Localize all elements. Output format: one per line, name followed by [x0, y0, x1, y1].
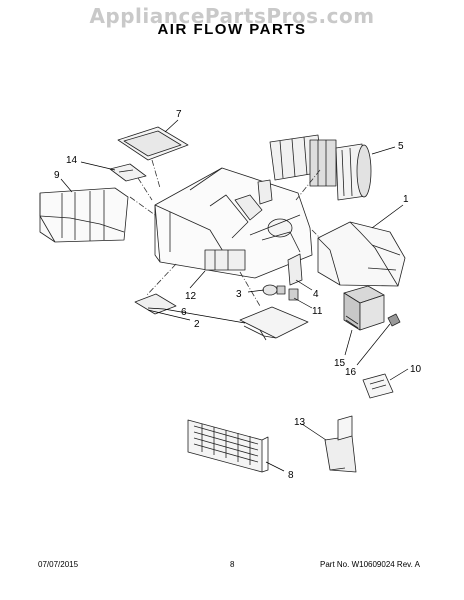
- part-4-bracket: [287, 253, 303, 286]
- leader-lines: [60, 119, 409, 472]
- callout-9: 9: [54, 170, 60, 181]
- part-16-connector: [387, 313, 401, 327]
- part-14-panel: [109, 163, 147, 182]
- callout-1: 1: [403, 194, 409, 205]
- part-5-blower-motor: [269, 134, 372, 201]
- callout-6: 6: [181, 307, 187, 318]
- part-8-grille: [187, 419, 269, 473]
- part-11-socket: [288, 288, 299, 301]
- callout-16: 16: [345, 367, 357, 378]
- callout-10: 10: [410, 364, 422, 375]
- part-6-cover: [134, 293, 177, 315]
- watermark: AppliancePartsPros.com: [89, 4, 375, 28]
- part-13-deflector: [324, 415, 357, 473]
- callout-11: 11: [312, 306, 323, 317]
- part-1-duct: [317, 221, 406, 287]
- callout-2: 2: [194, 319, 200, 330]
- callout-13: 13: [294, 417, 306, 428]
- callout-5: 5: [398, 141, 404, 152]
- part-15-transformer: [343, 285, 385, 331]
- footer-page-number: 8: [230, 560, 235, 569]
- callout-15: 15: [334, 358, 346, 369]
- part-9-left-duct: [39, 187, 129, 243]
- footer-date: 07/07/2015: [38, 560, 79, 569]
- main-housing: [154, 167, 313, 279]
- callout-8: 8: [288, 470, 294, 481]
- callout-12: 12: [185, 291, 197, 302]
- callout-labels: 7 5 14 9 1 12 3 4 6 11 2 15 16 10 13 8: [54, 109, 422, 481]
- part-7-filter: [117, 126, 189, 161]
- part-3-lamp: [262, 284, 286, 296]
- callout-3: 3: [236, 289, 242, 300]
- callout-7: 7: [176, 109, 182, 120]
- page-title: AIR FLOW PARTS: [157, 21, 307, 38]
- part-10-label: [362, 373, 394, 399]
- callout-14: 14: [66, 155, 78, 166]
- alignment-lines: [129, 159, 321, 307]
- part-2-plate: [239, 306, 309, 341]
- callout-4: 4: [313, 289, 319, 300]
- footer-part-number: Part No. W10609024 Rev. A: [320, 560, 420, 569]
